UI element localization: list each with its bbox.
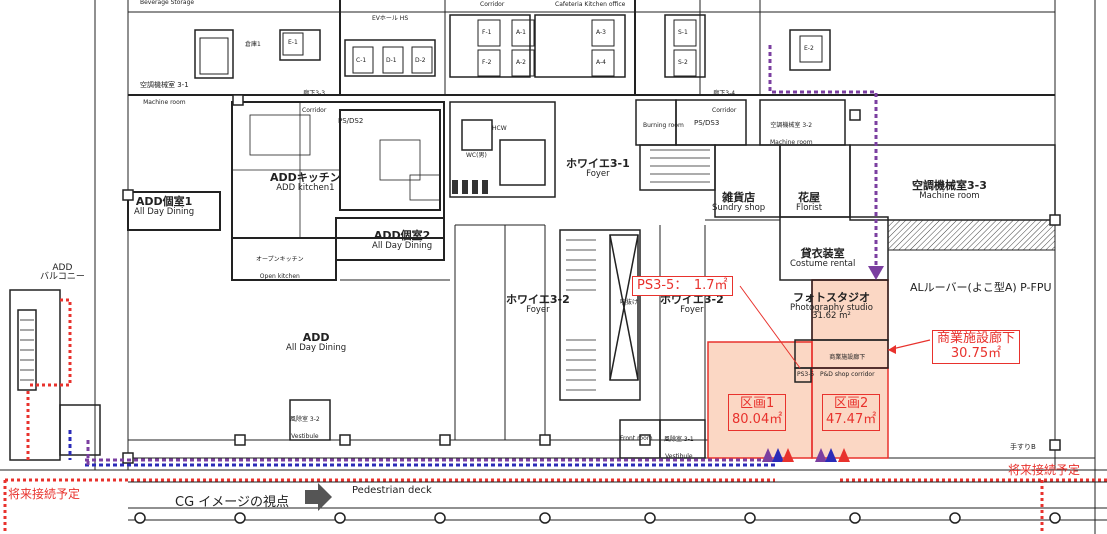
cg-viewpoint-label: CG イメージの視点 xyxy=(175,495,290,510)
future-connection-right: 将来接続予定 xyxy=(1008,463,1081,477)
room-c1: C-1 xyxy=(356,57,367,64)
room-f1: F-1 xyxy=(482,29,492,36)
room-a4: A-4 xyxy=(596,59,606,66)
room-e1: E-1 xyxy=(288,39,298,46)
hcw-label: HCW xyxy=(492,125,507,132)
ps-ds3-label: PS/DS3 xyxy=(694,119,720,127)
ps35-callout: PS3-5： 1.7㎡ xyxy=(632,276,733,296)
escalator-void-label: 吹抜け xyxy=(620,299,639,306)
room-s2: S-2 xyxy=(678,59,688,66)
corridor-top-label: Corridor xyxy=(480,1,505,8)
future-connection-left: 将来接続予定 xyxy=(8,487,81,501)
room-a2: A-2 xyxy=(516,59,526,66)
room-d1: D-1 xyxy=(386,57,397,64)
louver-label: ALルーバー(よこ型A) P-FPU xyxy=(910,281,1052,294)
front-room-label: Front room xyxy=(620,435,653,442)
beverage-storage-label: Beverage Storage xyxy=(140,0,195,6)
room-f2: F-2 xyxy=(482,59,492,66)
pedestrian-deck-label: Pedestrian deck xyxy=(352,485,432,496)
cafeteria-label: Cafeteria Kitchen office xyxy=(555,1,626,8)
handrail-b-label: 手すりB xyxy=(1010,443,1036,451)
ev-hall-label: EVホール HS xyxy=(372,15,409,22)
room-a3: A-3 xyxy=(596,29,606,36)
room-s1: S-1 xyxy=(678,29,688,36)
room-d2: D-2 xyxy=(415,57,426,64)
room-a1: A-1 xyxy=(516,29,526,36)
storage1-label: 倉庫1 xyxy=(245,41,261,48)
ps3-5-small-label: PS3-5 xyxy=(797,371,815,378)
room-e2: E-2 xyxy=(804,45,814,52)
burning-room-label: Burning room xyxy=(643,122,684,129)
ps-ds2-label: PS/DS2 xyxy=(338,117,364,125)
wc-label: WC(男) xyxy=(466,152,487,159)
